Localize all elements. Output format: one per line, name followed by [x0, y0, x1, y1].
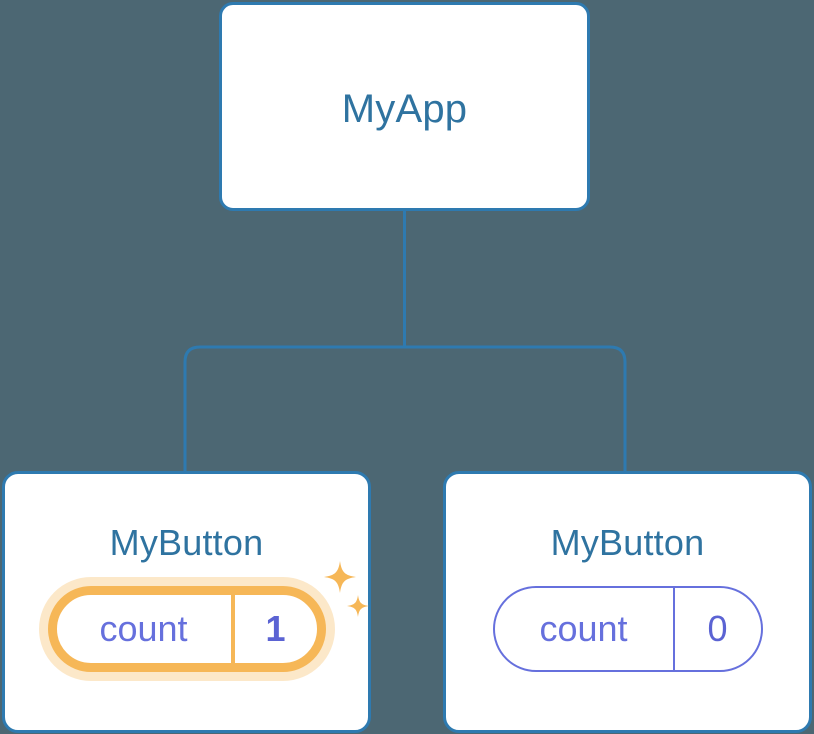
node-title-mybutton-left: MyButton — [109, 522, 264, 563]
state-badge-right[interactable]: count 0 — [492, 586, 763, 672]
node-card-mybutton-right[interactable]: MyButton count 0 — [443, 471, 812, 733]
node-card-myapp[interactable]: MyApp — [219, 2, 590, 211]
node-title-myapp: MyApp — [341, 87, 468, 131]
state-key-left: count — [99, 608, 188, 649]
state-value-right: 0 — [672, 588, 761, 670]
state-value-left: 1 — [230, 595, 317, 663]
node-title-mybutton-right: MyButton — [550, 522, 705, 563]
state-key-right: count — [539, 608, 628, 649]
connector-branch — [183, 345, 627, 471]
state-badge-left[interactable]: count 1 — [47, 586, 326, 672]
node-card-mybutton-left[interactable]: MyButton count 1 — [2, 471, 371, 733]
state-badge-wrap-right: count 0 — [446, 586, 809, 672]
state-badge-wrap-left: count 1 — [5, 586, 368, 672]
